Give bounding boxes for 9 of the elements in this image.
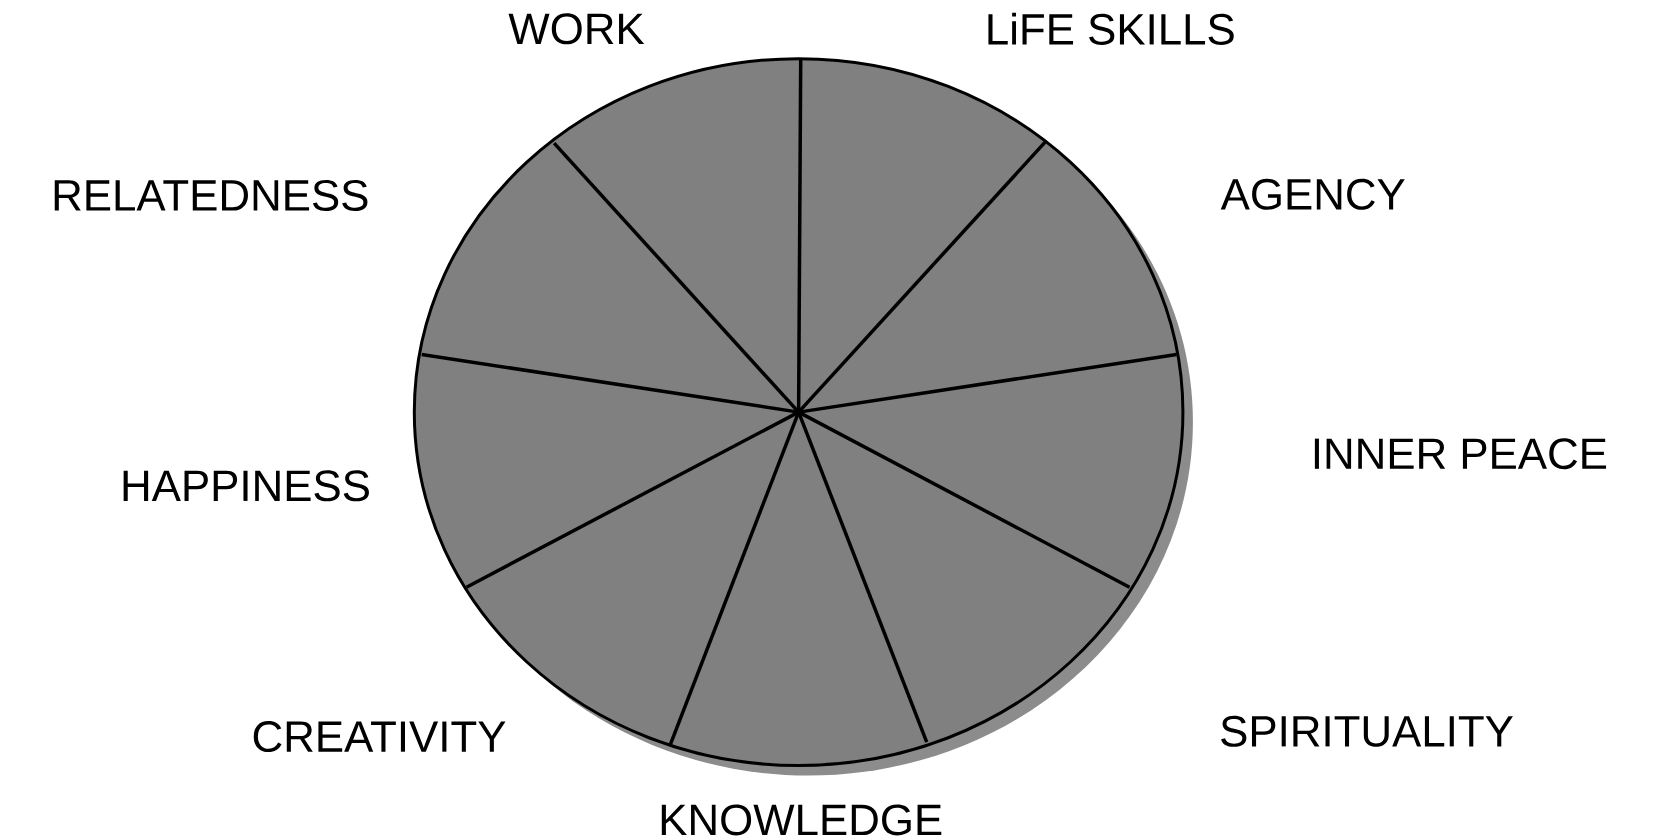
segment-label: INNER PEACE xyxy=(1314,438,1607,470)
segment-label: SPIRITUALITY xyxy=(1221,715,1513,747)
segment-label: LiFE SKILLS xyxy=(988,12,1234,45)
segment-label: CREATIVITY xyxy=(253,721,506,753)
segment-label: KNOWLEDGE xyxy=(661,804,942,836)
segment-label: AGENCY xyxy=(1220,178,1405,210)
segment-label: RELATEDNESS xyxy=(54,179,368,211)
segment-label: WORK xyxy=(508,13,645,45)
segment-label: HAPPINESS xyxy=(123,470,369,502)
